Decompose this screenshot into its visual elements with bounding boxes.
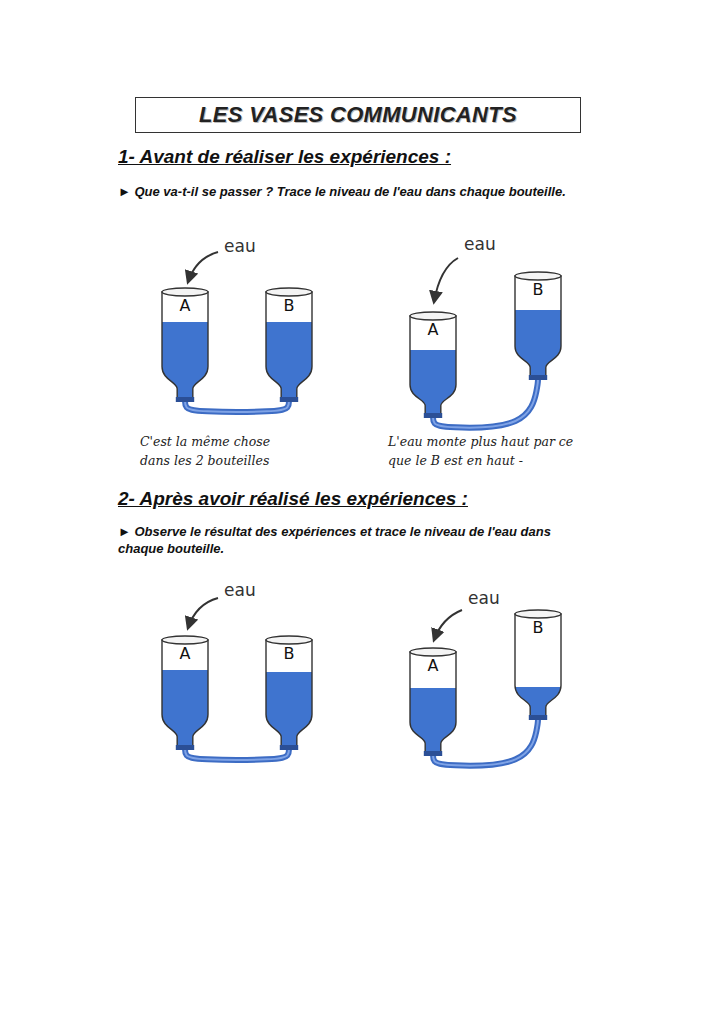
bottle-letter: B xyxy=(282,297,297,315)
bottle-border xyxy=(266,292,312,400)
instruction-text: ► Que va-t-il se passer ? Trace le nivea… xyxy=(118,183,598,200)
bottle-neck-ring xyxy=(529,715,547,720)
bottle-border xyxy=(515,614,561,718)
water-fill xyxy=(264,672,314,784)
bottle-neck-ring xyxy=(529,375,547,380)
bottle-neck-ring xyxy=(176,745,194,750)
bottle-neck-ring xyxy=(424,413,442,418)
bottle-letter: A xyxy=(426,657,441,675)
bottle-letter: B xyxy=(531,619,546,637)
pour-arrow xyxy=(434,610,462,640)
bottle: B xyxy=(266,636,312,748)
section-heading: 2- Après avoir réalisé les expériences : xyxy=(118,488,468,510)
water-fill xyxy=(513,687,563,795)
bottle-border xyxy=(162,640,208,748)
bottle-letter: A xyxy=(178,645,193,663)
pour-arrow xyxy=(188,598,218,628)
bottle: A xyxy=(410,312,456,416)
bottle-letter: B xyxy=(531,281,546,299)
bottle-border xyxy=(410,316,456,416)
bottle-rim xyxy=(266,636,312,644)
handwritten-note: L'eau monte plus haut par ce que le B es… xyxy=(388,432,598,470)
water-fill xyxy=(408,688,458,794)
water-label: eau xyxy=(224,236,256,256)
bottle: B xyxy=(266,288,312,400)
title-box: LES VASES COMMUNICANTS xyxy=(135,97,581,133)
bottle-rim xyxy=(515,272,561,280)
section-heading: 1- Avant de réaliser les expériences : xyxy=(118,146,451,168)
bottle-letter: A xyxy=(178,297,193,315)
water-label: eau xyxy=(224,580,256,600)
pour-arrow xyxy=(188,252,218,282)
water-label: eau xyxy=(468,588,500,608)
bottle-neck-ring xyxy=(424,751,442,756)
bottle-border xyxy=(515,276,561,378)
tube-highlight xyxy=(185,748,289,760)
connecting-tube xyxy=(185,748,289,760)
tube-highlight xyxy=(185,400,289,412)
bottle: A xyxy=(162,636,208,748)
instruction-text: ► Observe le résultat des expériences et… xyxy=(118,523,598,557)
bottle-neck-ring xyxy=(176,397,194,402)
bottle-neck-ring xyxy=(280,745,298,750)
bottle-border xyxy=(410,652,456,754)
bottle-letter: B xyxy=(282,645,297,663)
pour-arrow xyxy=(434,258,458,302)
bottle-letter: A xyxy=(426,321,441,339)
bottle-border xyxy=(266,640,312,748)
water-fill xyxy=(513,310,563,416)
bottle-neck-ring xyxy=(280,397,298,402)
handwritten-note: C'est la même chose dans les 2 bouteille… xyxy=(140,432,300,470)
bottle-rim xyxy=(266,288,312,296)
bottle: A xyxy=(162,288,208,400)
bottle: B xyxy=(515,272,561,378)
title-text: LES VASES COMMUNICANTS xyxy=(199,102,517,128)
bottle-rim xyxy=(410,312,456,320)
bottle-rim xyxy=(515,610,561,618)
bottle: A xyxy=(410,648,456,754)
bottle-rim xyxy=(410,648,456,656)
connecting-tube xyxy=(185,400,289,412)
water-label: eau xyxy=(464,234,496,254)
bottle-border xyxy=(162,292,208,400)
bottle-rim xyxy=(162,636,208,644)
bottle: B xyxy=(515,610,561,718)
bottle-rim xyxy=(162,288,208,296)
water-fill xyxy=(408,350,458,454)
